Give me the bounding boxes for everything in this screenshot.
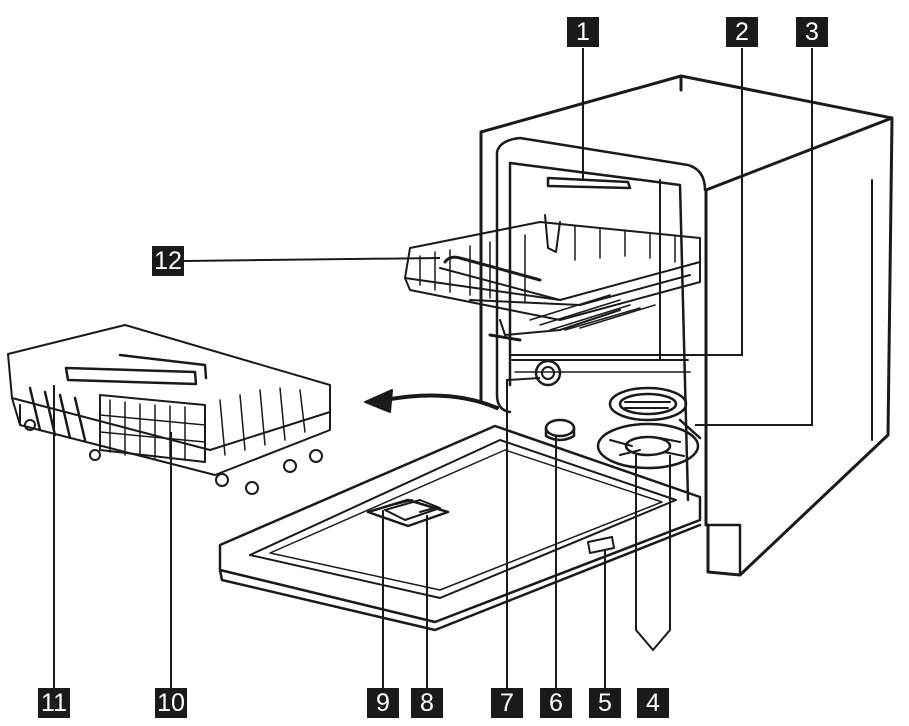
detergent-dispenser [366, 498, 450, 528]
lower-basket [7, 324, 331, 495]
leader-lines [53, 48, 813, 688]
callout-8: 8 [411, 688, 443, 718]
callout-4: 4 [637, 688, 669, 718]
side-outlet [534, 359, 562, 387]
rinse-aid-cap [544, 418, 576, 438]
callout-11: 11 [38, 688, 70, 718]
callout-2: 2 [726, 17, 758, 47]
callout-5: 5 [589, 688, 621, 718]
cabinet-body [479, 74, 894, 577]
leader-3 [695, 48, 813, 426]
callout-3: 3 [796, 17, 828, 47]
leader-4 [635, 455, 671, 652]
callout-10: 10 [155, 688, 187, 718]
top-spray-arm [546, 176, 632, 190]
callout-6: 6 [540, 688, 572, 718]
upper-basket [404, 214, 701, 342]
lower-spray-and-filter [596, 386, 702, 470]
leader-12 [183, 257, 441, 262]
callout-1: 1 [567, 17, 599, 47]
leader-7 [506, 377, 541, 688]
callout-7: 7 [491, 688, 523, 718]
leader-2 [510, 48, 743, 356]
callout-9: 9 [367, 688, 399, 718]
door [218, 424, 702, 632]
callout-12: 12 [152, 246, 184, 276]
removal-arrow [364, 389, 499, 413]
